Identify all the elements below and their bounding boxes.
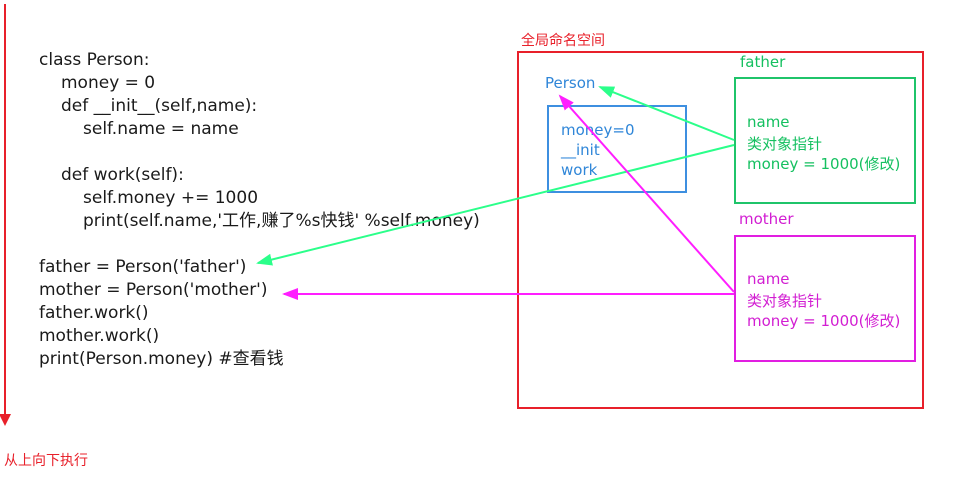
person-class-box: money=0 __init work [547,105,687,193]
global-namespace-label: 全局命名空间 [521,33,605,49]
code-line: mother.work() [39,326,160,346]
person-class-item: money=0 [561,121,635,139]
person-class-item: work [561,161,598,179]
global-namespace-box [517,51,924,409]
father-object-title: father [740,53,786,71]
code-line: self.name = name [83,119,239,139]
code-line: father = Person('father') [39,257,247,277]
father-object-box: name 类对象指针 money = 1000(修改) [734,77,916,204]
code-line: money = 0 [61,73,156,93]
code-line: def __init__(self,name): [61,96,258,116]
father-object-item: 类对象指针 [747,135,823,153]
code-line: self.money += 1000 [83,188,259,208]
father-reference-arrow [256,144,735,266]
code-line: def work(self): [61,165,184,185]
person-class-title: Person [545,74,596,92]
mother-class-pointer-arrow [558,94,735,293]
mother-object-item: 类对象指针 [747,292,823,310]
father-object-item: money = 1000(修改) [747,155,901,173]
mother-object-item: money = 1000(修改) [747,312,901,330]
mother-object-box: name 类对象指针 money = 1000(修改) [734,235,916,362]
code-line: print(Person.money) #查看钱 [39,349,284,369]
father-class-pointer-arrow [598,86,735,141]
mother-object-item: name [747,270,790,288]
execution-direction-label: 从上向下执行 [4,453,88,469]
person-class-item: __init [561,141,600,159]
code-line: father.work() [39,303,149,323]
father-object-item: name [747,113,790,131]
code-line: class Person: [39,50,150,70]
mother-object-title: mother [739,210,794,228]
code-line: mother = Person('mother') [39,280,268,300]
